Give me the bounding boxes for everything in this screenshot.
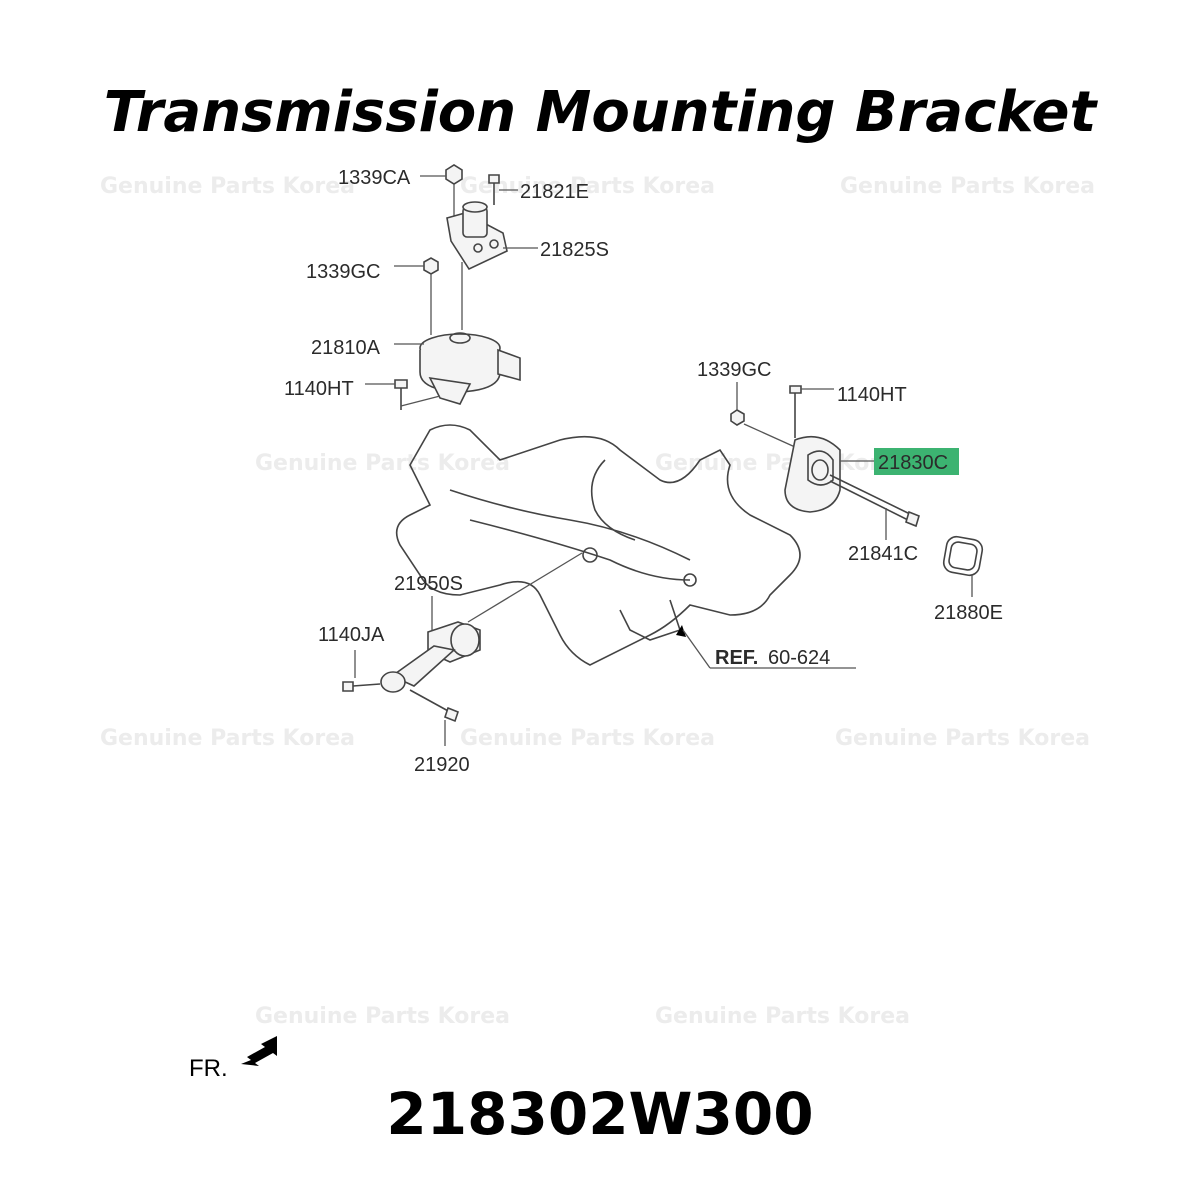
label-1339CA: 1339CA	[338, 167, 411, 189]
label-21950S: 21950S	[394, 573, 463, 595]
bolt-1140HT-right-shape	[789, 385, 802, 394]
subframe-rib	[449, 489, 691, 561]
roll-rod-assembly	[342, 552, 583, 746]
subframe	[395, 424, 856, 669]
label-21825S: 21825S	[540, 239, 609, 261]
label-21880E: 21880E	[934, 602, 1003, 624]
watermark-text: Genuine Parts Korea	[835, 726, 1090, 751]
mount-21810A-foot	[428, 376, 472, 405]
roll-rod-eye	[380, 671, 406, 693]
ref-label-number: 60-624	[768, 647, 830, 669]
label-1339GC-right: 1339GC	[697, 359, 772, 381]
page-title: Transmission Mounting Bracket	[103, 80, 1097, 145]
label-21810A: 21810A	[311, 337, 381, 359]
watermark-text: Genuine Parts Korea	[655, 1004, 910, 1029]
roll-rod-arm	[390, 645, 456, 687]
watermark-text: Genuine Parts Korea	[840, 174, 1095, 199]
bolt-1140HT-left-shape	[394, 379, 408, 389]
subframe-outline	[395, 424, 801, 666]
nut-1339GC-left-shape	[423, 257, 439, 275]
label-21920: 21920	[414, 754, 470, 776]
part-number: 218302W300	[386, 1080, 814, 1148]
watermark-text: Genuine Parts Korea	[460, 726, 715, 751]
front-label: FR.	[189, 1055, 228, 1082]
ref-label-bold: REF.	[715, 647, 758, 669]
label-1339GC-left: 1339GC	[306, 261, 381, 283]
label-1140HT-left: 1140HT	[284, 378, 354, 400]
watermark-text: Genuine Parts Korea	[100, 726, 355, 751]
label-21821E: 21821E	[520, 181, 589, 203]
label-1140JA: 1140JA	[318, 624, 385, 646]
label-1140HT-right: 1140HT	[837, 384, 907, 406]
subframe-rib	[469, 519, 691, 581]
bolt-1140JA-shape	[342, 681, 354, 692]
transmission-mount-assembly	[730, 385, 920, 540]
part-labels: 1339CA 21821E 21825S 1339GC 21810A 1140H…	[284, 167, 1003, 776]
label-21841C: 21841C	[848, 543, 918, 565]
mount-21810A-ear	[497, 348, 521, 382]
watermarks: Genuine Parts Korea Genuine Parts Korea …	[100, 174, 1095, 1029]
subframe-bracket	[619, 599, 682, 641]
watermark-text: Genuine Parts Korea	[655, 451, 910, 476]
bolt-21920-head	[444, 706, 459, 723]
nut-1339GC-right-shape	[730, 409, 745, 426]
bolt-21841C-head	[905, 510, 920, 528]
upper-mount-assembly	[394, 164, 521, 410]
label-21830C: 21830C	[878, 452, 948, 474]
watermark-text: Genuine Parts Korea	[100, 174, 355, 199]
watermark-text: Genuine Parts Korea	[255, 1004, 510, 1029]
bolt-21821E-shape	[488, 174, 500, 184]
subframe-pipe	[590, 459, 636, 541]
cover-21880E	[942, 535, 984, 597]
ref-arrow-head	[676, 625, 686, 637]
highlight-box	[874, 448, 959, 475]
nut-1339CA-shape	[445, 164, 463, 185]
watermark-text: Genuine Parts Korea	[255, 451, 510, 476]
front-arrow-icon	[241, 1036, 277, 1066]
front-direction-indicator: FR.	[189, 1036, 277, 1082]
roll-rod-21950S-bush	[450, 623, 480, 657]
bracket-boss-top	[462, 201, 488, 213]
watermark-text: Genuine Parts Korea	[460, 174, 715, 199]
